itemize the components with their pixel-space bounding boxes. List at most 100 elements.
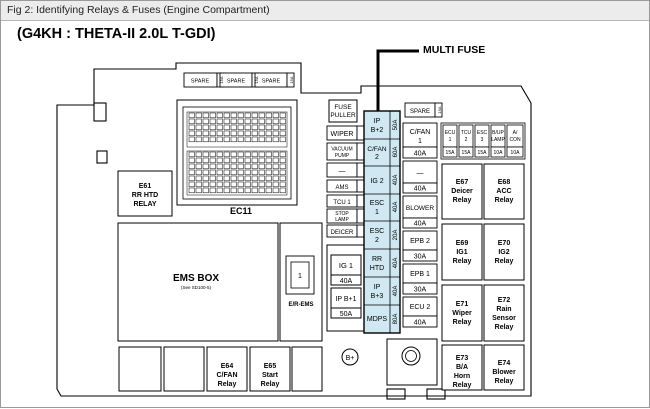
er-ems-label: E/R-EMS: [288, 302, 313, 308]
connector-pin: [237, 136, 244, 143]
connector-pin: [251, 163, 258, 170]
connector-pin: [230, 130, 237, 137]
connector-pin: [230, 181, 237, 188]
ams-fuse-label: AMS: [335, 185, 348, 191]
fuse-puller-label: FUSE: [334, 104, 352, 111]
epb1-fuse-amp: 30A: [414, 287, 427, 294]
connector-pin: [188, 187, 195, 194]
connector-pin: [188, 112, 195, 119]
connector-pin: [230, 163, 237, 170]
connector-pin: [258, 175, 265, 182]
connector-pin: [258, 157, 265, 164]
rr-htd-fuse-label: HTD: [370, 265, 384, 272]
ecu1-fuse-label: 1: [449, 137, 452, 143]
multi-fuse-amp: 40A: [393, 258, 399, 269]
connector-pin: [188, 124, 195, 131]
connector-pin: [237, 163, 244, 170]
connector-pin: [223, 112, 230, 119]
connector-pin: [209, 175, 216, 182]
connector-pin: [244, 136, 251, 143]
relay-e65-label: E65: [264, 363, 277, 370]
epb2-fuse-label: EPB 2: [410, 238, 430, 245]
er-ems-number: 1: [298, 273, 302, 280]
connector-pin: [258, 169, 265, 176]
connector-pin: [209, 118, 216, 125]
cfan1-fuse-label: 1: [418, 138, 422, 145]
cfan2-fuse-label: 2: [375, 154, 379, 161]
epb1-fuse-label: EPB 1: [410, 271, 430, 278]
connector-pin: [258, 187, 265, 194]
connector-pin: [230, 151, 237, 158]
tcu2-fuse-amp: 15A: [462, 150, 472, 156]
connector-pin: [195, 157, 202, 164]
relay-e74-label: Relay: [495, 378, 514, 385]
esc2-fuse-label: ESC: [370, 228, 384, 235]
connector-pin: [279, 151, 286, 158]
connector-pin: [237, 181, 244, 188]
connector-pin: [258, 181, 265, 188]
relay-e68-label: Relay: [495, 197, 514, 204]
epb2-fuse-amp: 30A: [414, 254, 427, 261]
relay-e73-label: B/A: [456, 364, 468, 371]
connector-pin: [209, 187, 216, 194]
blower-fuse-amp: 40A: [414, 221, 427, 228]
connector-pin: [223, 124, 230, 131]
connector-pin: [272, 124, 279, 131]
ecu1-fuse-amp: 15A: [446, 150, 456, 156]
connector-pin: [258, 124, 265, 131]
acon-fuse-label: A/: [513, 130, 518, 136]
deicer-fuse-label: DEICER: [331, 230, 354, 236]
multi-fuse-amp: 40A: [393, 202, 399, 213]
connector-pin: [272, 130, 279, 137]
ip-b2-fuse-label: IP: [374, 118, 381, 125]
connector-pin: [279, 124, 286, 131]
relay-e70-label: IG2: [498, 249, 509, 256]
connector-pin: [279, 181, 286, 188]
connector-pin: [251, 124, 258, 131]
connector-pin: [272, 118, 279, 125]
connector-pin: [195, 118, 202, 125]
relay-e67-label: Deicer: [451, 188, 473, 195]
relay-e64-label: C/FAN: [217, 372, 238, 379]
ems-box-label: EMS BOX: [173, 273, 219, 284]
relay-e73-label: Relay: [453, 382, 472, 389]
connector-pin: [272, 136, 279, 143]
ig2-fuse-label: IG 2: [370, 178, 383, 185]
connector-pin: [202, 175, 209, 182]
multi-fuse-amp: 80A: [393, 314, 399, 325]
connector-pin: [202, 118, 209, 125]
ecu2-fuse-label: ECU 2: [410, 304, 431, 311]
esc2-fuse-label: 2: [375, 237, 379, 244]
connector-pin: [244, 169, 251, 176]
connector-pin: [195, 187, 202, 194]
connector-pin: [202, 151, 209, 158]
connector-pin: [265, 175, 272, 182]
relay-e72-label: Relay: [495, 324, 514, 331]
multi-fuse-amp: 60A: [393, 147, 399, 158]
ip-b3-fuse-label: B+3: [371, 293, 384, 300]
relay-e71-label: E71: [456, 301, 469, 308]
connector-pin: [223, 151, 230, 158]
connector-pin: [195, 163, 202, 170]
connector-pin: [244, 175, 251, 182]
esc3-fuse-label: 3: [481, 137, 484, 143]
connector-pin: [216, 124, 223, 131]
figure-title: Fig 2: Identifying Relays & Fuses (Engin…: [7, 4, 270, 16]
connector-pin: [230, 175, 237, 182]
multi-fuse-callout: MULTI FUSE: [423, 44, 486, 56]
connector-pin: [209, 136, 216, 143]
connector-pin: [258, 136, 265, 143]
connector-pin: [244, 151, 251, 158]
relay-e65-label: Relay: [261, 381, 280, 388]
relay-e70-label: Relay: [495, 258, 514, 265]
connector-pin: [272, 112, 279, 119]
connector-pin: [230, 112, 237, 119]
connector-pin: [223, 136, 230, 143]
multi-fuse-amp: 40A: [393, 286, 399, 297]
spare-fuse-amp: 15A: [437, 106, 442, 113]
connector-pin: [237, 112, 244, 119]
multi-fuse-amp: 20A: [393, 230, 399, 241]
connector-pin: [195, 136, 202, 143]
spare-fuse-label: SPARE: [191, 79, 210, 85]
connector-pin: [209, 181, 216, 188]
